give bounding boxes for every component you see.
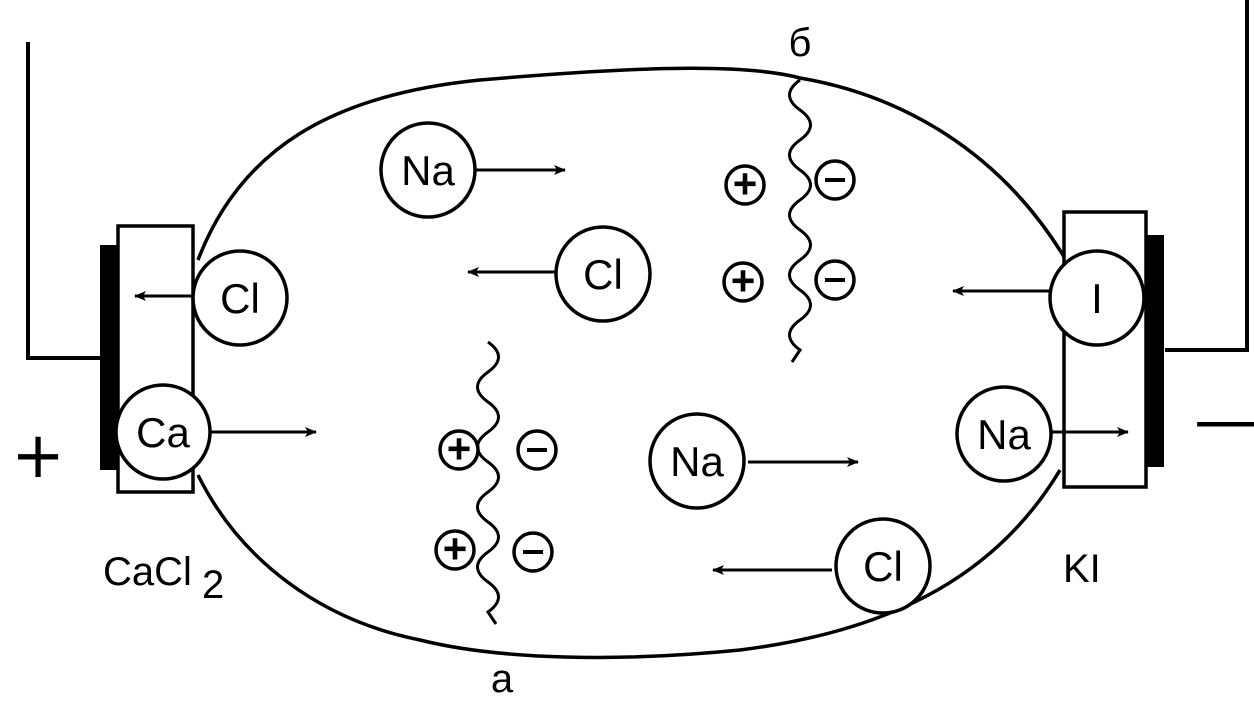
right-wire	[1165, 0, 1249, 352]
anode-sign: +	[11, 419, 65, 493]
chloride-ion: Cl	[554, 225, 652, 323]
svg-text:I: I	[1091, 275, 1103, 322]
chloride-ion: Cl	[834, 517, 932, 615]
svg-text:Ca: Ca	[136, 409, 190, 456]
svg-text:Na: Na	[977, 411, 1031, 458]
membrane-a	[476, 340, 500, 625]
membrane-b	[788, 78, 812, 363]
sodium-ion: Na	[648, 412, 746, 510]
svg-text:CaCl: CaCl	[103, 550, 192, 594]
svg-text:2: 2	[202, 563, 224, 607]
left-wire	[26, 42, 100, 360]
left-electrode-plate	[100, 245, 118, 470]
iodide-ion: I	[1048, 249, 1146, 347]
svg-text:+: +	[731, 257, 756, 304]
right-electrode-plate	[1146, 235, 1164, 467]
charge-plus: +	[438, 425, 480, 472]
svg-text:+: +	[447, 425, 472, 472]
cathode-sign: —	[1194, 384, 1254, 458]
membrane-b-label: б	[789, 21, 812, 65]
left-electrode-label: CaCl 2	[103, 550, 224, 607]
right-electrode-label: KI	[1063, 547, 1101, 591]
svg-text:+: +	[443, 525, 468, 572]
charge-plus: +	[724, 160, 766, 207]
svg-text:Cl: Cl	[863, 543, 903, 590]
charge-minus	[814, 159, 856, 201]
sodium-ion: Na	[379, 121, 477, 219]
svg-text:+: +	[733, 160, 758, 207]
charge-minus	[814, 259, 856, 301]
chloride-ion: Cl	[191, 249, 289, 347]
tissue-outline	[196, 66, 1068, 660]
calcium-ion: Ca	[114, 383, 212, 481]
sodium-ion: Na	[955, 385, 1053, 483]
svg-text:Cl: Cl	[583, 251, 623, 298]
charge-plus: +	[722, 257, 764, 304]
charge-plus: +	[434, 525, 476, 572]
svg-text:Cl: Cl	[220, 275, 260, 322]
charge-minus	[512, 531, 554, 573]
membrane-a-label: а	[491, 657, 514, 701]
svg-text:Na: Na	[401, 147, 455, 194]
charge-minus	[516, 429, 558, 471]
svg-text:Na: Na	[670, 438, 724, 485]
